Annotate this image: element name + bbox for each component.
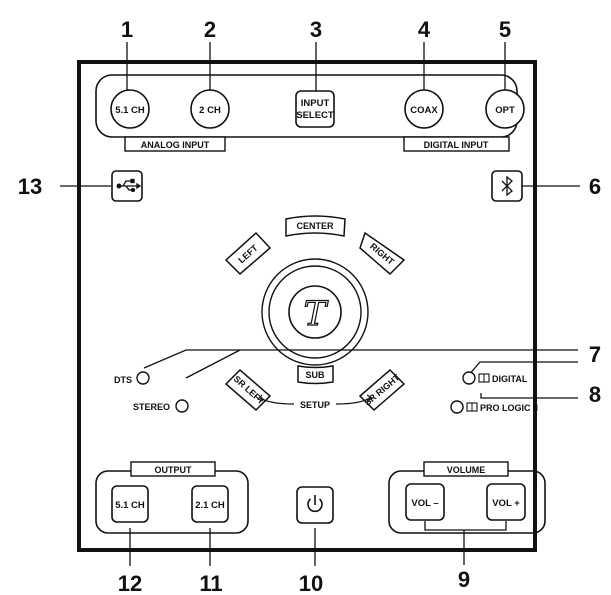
leader-lines xyxy=(60,42,580,566)
button-volume-up[interactable]: VOL + xyxy=(486,483,526,521)
callout-11: 11 xyxy=(199,571,222,595)
indicator-digital-led xyxy=(462,371,476,385)
button-coax-label: COAX xyxy=(410,105,438,116)
output-label: OUTPUT xyxy=(155,465,193,475)
setup-indicator xyxy=(256,394,374,405)
callout-13: 13 xyxy=(18,174,42,199)
speaker-center-label: CENTER xyxy=(296,221,334,231)
digital-input-label: DIGITAL INPUT xyxy=(424,140,489,150)
speaker-ring: T xyxy=(261,258,369,366)
callout-8: 8 xyxy=(589,382,601,407)
button-speaker-sub[interactable]: SUB xyxy=(297,365,334,385)
button-analog-2ch-label: 2 CH xyxy=(199,105,221,116)
button-bluetooth[interactable] xyxy=(491,170,523,202)
button-speaker-left[interactable]: LEFT xyxy=(224,231,272,276)
volume-label: VOLUME xyxy=(447,465,486,475)
usb-icon xyxy=(116,178,142,193)
indicator-dts-label: DTS xyxy=(114,375,132,385)
indicator-prologic-label: PRO LOGIC II xyxy=(480,403,538,413)
power-icon xyxy=(307,495,323,513)
button-output-51ch-label: 5.1 CH xyxy=(115,500,145,511)
input-select-line1: INPUT xyxy=(301,98,330,109)
callout-4: 4 xyxy=(418,17,431,42)
callout-7: 7 xyxy=(589,342,601,367)
button-usb[interactable] xyxy=(111,170,143,202)
callout-6: 6 xyxy=(589,174,601,199)
speaker-sub-label: SUB xyxy=(305,370,325,380)
button-volume-down[interactable]: VOL – xyxy=(405,483,445,521)
input-select-line2: SELECT xyxy=(296,110,334,121)
callout-10: 10 xyxy=(299,571,323,595)
button-output-51ch[interactable]: 5.1 CH xyxy=(111,485,149,523)
callout-1: 1 xyxy=(121,17,133,42)
indicator-dts-led xyxy=(136,371,150,385)
bluetooth-icon xyxy=(501,175,513,197)
indicator-stereo-led xyxy=(175,399,189,413)
callout-5: 5 xyxy=(499,17,511,42)
button-analog-51ch-label: 5.1 CH xyxy=(115,105,145,116)
button-speaker-right[interactable]: RIGHT xyxy=(359,231,406,276)
callout-2: 2 xyxy=(204,17,216,42)
button-coax[interactable]: COAX xyxy=(404,89,444,129)
callout-3: 3 xyxy=(310,17,322,42)
logo-circle xyxy=(288,285,342,339)
dolby-icon xyxy=(478,373,490,383)
analog-input-label: ANALOG INPUT xyxy=(141,140,210,150)
button-output-21ch[interactable]: 2.1 CH xyxy=(191,485,229,523)
dolby-icon xyxy=(466,402,478,412)
button-volume-down-label: VOL – xyxy=(411,498,438,509)
button-speaker-center[interactable]: CENTER xyxy=(285,215,346,237)
indicator-stereo-label: STEREO xyxy=(133,402,170,412)
button-volume-up-label: VOL + xyxy=(492,498,520,509)
setup-label: SETUP xyxy=(300,400,330,410)
indicator-digital-label: DIGITAL xyxy=(492,374,528,384)
button-power[interactable] xyxy=(296,486,334,524)
button-analog-2ch[interactable]: 2 CH xyxy=(190,89,230,129)
button-opt-label: OPT xyxy=(495,105,515,116)
indicator-prologic-led xyxy=(450,400,464,414)
logo-letter: T xyxy=(304,294,329,334)
button-input-select[interactable]: INPUT SELECT xyxy=(295,90,335,128)
callout-12: 12 xyxy=(118,571,142,595)
button-output-21ch-label: 2.1 CH xyxy=(195,500,225,511)
callout-9: 9 xyxy=(458,567,470,592)
button-opt[interactable]: OPT xyxy=(485,89,525,129)
button-analog-51ch[interactable]: 5.1 CH xyxy=(110,89,150,129)
